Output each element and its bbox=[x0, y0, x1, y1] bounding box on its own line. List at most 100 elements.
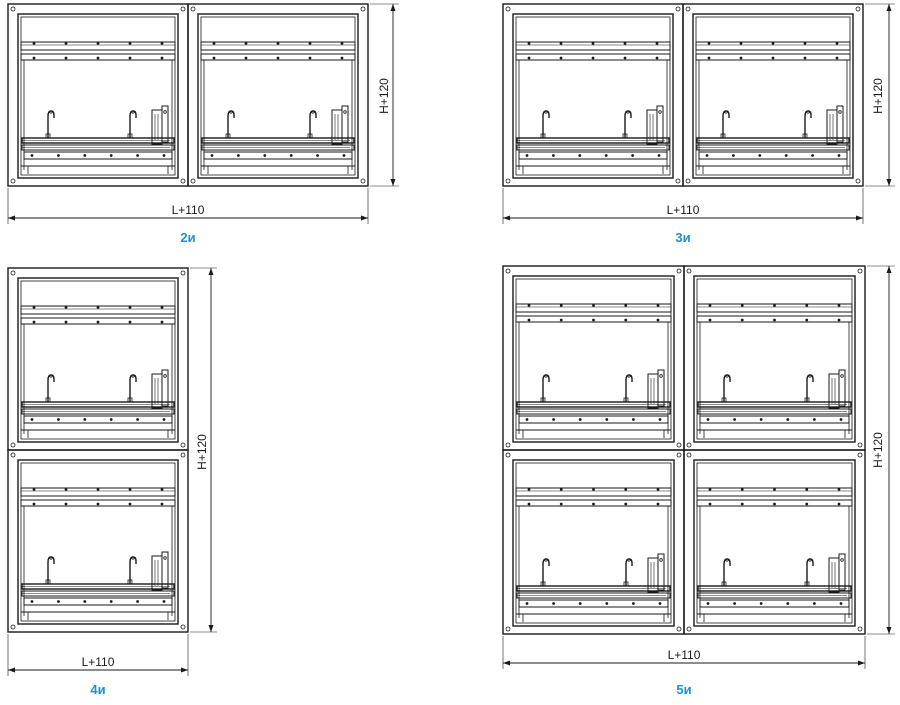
corner-hole bbox=[857, 268, 863, 274]
corner-hole bbox=[10, 452, 16, 458]
rivet bbox=[109, 154, 113, 157]
rivet bbox=[128, 306, 132, 309]
rivet bbox=[786, 418, 790, 421]
module-inner-edge bbox=[515, 462, 672, 624]
hook-base bbox=[127, 579, 133, 585]
hook-icon bbox=[540, 110, 550, 139]
rivet bbox=[64, 42, 68, 45]
rivet bbox=[128, 488, 132, 491]
damper-module bbox=[683, 265, 866, 451]
module-inner-edge bbox=[515, 16, 671, 176]
hook-icon bbox=[721, 374, 731, 403]
hook-eye bbox=[544, 110, 548, 114]
rivet bbox=[707, 42, 711, 45]
hook-base bbox=[540, 397, 546, 403]
module-inner-frame bbox=[17, 13, 179, 179]
rivet bbox=[813, 418, 816, 421]
rivet bbox=[837, 318, 841, 322]
rivet bbox=[64, 306, 68, 309]
hook-icon bbox=[540, 558, 550, 587]
actuator-arm bbox=[657, 553, 665, 591]
rivet bbox=[276, 42, 280, 45]
corner-hole bbox=[505, 268, 511, 274]
actuator-housing bbox=[828, 373, 840, 409]
rivet bbox=[656, 318, 660, 322]
arrowhead bbox=[390, 179, 396, 186]
hook-icon bbox=[804, 558, 814, 587]
actuator-housing bbox=[151, 373, 163, 409]
width-label: L+110 bbox=[668, 648, 701, 662]
corner-hole bbox=[857, 442, 863, 448]
rivet bbox=[592, 488, 595, 491]
rivet bbox=[733, 418, 736, 421]
rivet bbox=[656, 502, 660, 506]
corner-hole bbox=[180, 452, 186, 458]
module-inner-edge bbox=[20, 16, 176, 176]
hook-eye bbox=[49, 556, 53, 560]
rivet bbox=[212, 56, 216, 60]
module-inner-edge bbox=[20, 462, 176, 622]
rivet bbox=[552, 154, 555, 157]
rivet bbox=[552, 418, 555, 421]
actuator-housing bbox=[826, 109, 838, 145]
rivet bbox=[57, 154, 60, 157]
rivet bbox=[592, 304, 595, 307]
damper-module bbox=[682, 3, 864, 187]
module-flange bbox=[502, 265, 685, 451]
rivet bbox=[96, 502, 100, 506]
rivet bbox=[740, 488, 744, 491]
top-blade-lower bbox=[515, 53, 671, 61]
module-inner-edge bbox=[20, 280, 176, 440]
hook-icon bbox=[622, 110, 632, 139]
hook-eye bbox=[49, 110, 53, 114]
top-blade-lower bbox=[695, 53, 851, 61]
rivet bbox=[57, 600, 60, 603]
arrowhead bbox=[503, 215, 510, 221]
hook-eye bbox=[626, 110, 630, 114]
actuator-arm bbox=[836, 105, 844, 143]
rivet bbox=[32, 320, 36, 324]
rivet bbox=[525, 418, 529, 421]
rivet bbox=[805, 318, 809, 322]
corner-hole bbox=[686, 626, 692, 632]
top-blade-lower bbox=[696, 315, 853, 323]
rivet bbox=[805, 304, 809, 307]
rivet bbox=[623, 56, 627, 60]
rivet bbox=[657, 154, 661, 157]
hook-base bbox=[804, 397, 810, 403]
width-label: L+110 bbox=[667, 203, 700, 217]
rivet bbox=[83, 418, 87, 421]
top-blade-lower bbox=[20, 317, 176, 325]
arrowhead bbox=[208, 268, 214, 275]
hook-icon bbox=[225, 110, 235, 139]
rivet bbox=[803, 42, 807, 45]
top-blade-lower bbox=[696, 499, 853, 507]
height-label: H+120 bbox=[871, 432, 885, 468]
rivet bbox=[759, 602, 763, 605]
top-blade-lower bbox=[200, 53, 356, 61]
rivet bbox=[236, 154, 240, 157]
rivet bbox=[96, 320, 100, 324]
corner-hole bbox=[676, 626, 682, 632]
corner-hole bbox=[180, 442, 186, 448]
rivet bbox=[805, 502, 809, 506]
corner-hole bbox=[685, 6, 691, 12]
module-inner-frame bbox=[512, 459, 675, 627]
hook-eye bbox=[544, 558, 548, 562]
rivet bbox=[160, 502, 164, 506]
hook-base bbox=[127, 133, 133, 139]
rivet bbox=[64, 320, 68, 324]
actuator-pin bbox=[840, 558, 844, 562]
figure-caption: 3и bbox=[675, 230, 690, 245]
actuator-arm bbox=[161, 551, 169, 589]
rivet bbox=[160, 320, 164, 324]
rivet bbox=[559, 304, 563, 307]
rivet bbox=[308, 56, 312, 60]
rivet bbox=[708, 502, 712, 506]
bottom-tray bbox=[23, 151, 173, 160]
hook-base bbox=[540, 581, 546, 587]
rivet bbox=[525, 154, 529, 157]
corner-hole bbox=[676, 268, 682, 274]
